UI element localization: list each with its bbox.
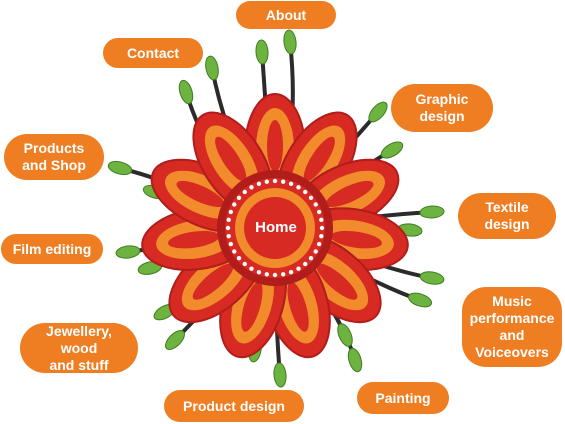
center-dot — [226, 217, 231, 223]
leaf — [178, 79, 194, 105]
center-dot — [280, 272, 286, 277]
center-dot — [232, 249, 237, 254]
leaf — [165, 330, 185, 350]
leaf — [407, 292, 433, 308]
nav-product-design-button[interactable]: Product design — [164, 390, 304, 422]
leaf — [380, 141, 404, 159]
center-disc — [244, 197, 306, 259]
center-dot — [313, 202, 318, 207]
center-dot — [242, 261, 247, 267]
nav-textile-design-button[interactable]: Textile design — [458, 193, 556, 239]
center-dot — [242, 189, 247, 195]
leaf — [337, 323, 353, 347]
leaf — [283, 29, 297, 55]
leaf — [107, 160, 133, 176]
center-dot — [319, 233, 324, 239]
center-dot — [308, 195, 314, 200]
petal-vein — [168, 230, 220, 249]
center-dot — [303, 261, 308, 267]
center-dot — [226, 233, 231, 239]
petal-vein — [176, 180, 225, 207]
center-dot — [272, 272, 278, 278]
center-dot — [319, 217, 324, 223]
petal-vein — [316, 263, 358, 300]
center-dot — [256, 181, 262, 187]
nav-painting-button[interactable]: Painting — [357, 382, 449, 414]
leaf — [205, 55, 219, 81]
center-dot — [319, 225, 325, 231]
center-dot — [296, 266, 301, 271]
center-dot — [236, 256, 242, 261]
flower-center — [217, 170, 333, 286]
center-dot — [288, 269, 294, 275]
center-dot — [313, 249, 318, 254]
leaf — [273, 362, 287, 388]
center-dot — [303, 189, 308, 195]
nav-contact-button[interactable]: Contact — [103, 38, 203, 68]
petal-vein — [192, 263, 234, 300]
nav-film-editing-button[interactable]: Film editing — [1, 234, 103, 264]
petal-vein — [325, 180, 374, 207]
nav-home-button[interactable]: Home — [255, 218, 297, 236]
nav-about-button[interactable]: About — [236, 1, 336, 29]
center-dot — [236, 195, 242, 200]
petal-vein — [267, 120, 283, 172]
leaf — [419, 205, 445, 219]
leaf — [368, 101, 388, 123]
center-dot — [249, 266, 254, 271]
petal-vein — [330, 230, 382, 249]
nav-music-voiceovers-button[interactable]: Music performance and Voiceovers — [462, 287, 562, 367]
leaf — [115, 245, 141, 259]
nav-graphic-design-button[interactable]: Graphic design — [391, 84, 493, 132]
leaf — [347, 347, 363, 373]
nav-products-shop-button[interactable]: Products and Shop — [4, 134, 104, 180]
center-dot — [316, 241, 322, 247]
center-dot — [225, 225, 231, 231]
leaf — [255, 39, 269, 65]
petal-vein — [241, 281, 263, 332]
center-dot — [249, 185, 254, 190]
center-dot — [288, 181, 294, 187]
petal-vein — [215, 136, 247, 182]
center-dot — [264, 179, 270, 184]
center-dot — [264, 272, 270, 277]
center-dot — [256, 269, 262, 275]
center-dot — [232, 202, 237, 207]
center-dot — [280, 179, 286, 184]
center-dot — [272, 178, 278, 184]
center-dot — [308, 256, 314, 261]
center-dot — [296, 185, 301, 190]
leaf — [419, 271, 445, 285]
nav-jewellery-wood-button[interactable]: Jewellery, wood and stuff — [20, 323, 138, 373]
center-dot — [228, 241, 234, 247]
center-dot — [228, 209, 234, 215]
center-dot — [316, 209, 322, 215]
petal-vein — [303, 136, 335, 182]
petal-vein — [287, 281, 309, 332]
